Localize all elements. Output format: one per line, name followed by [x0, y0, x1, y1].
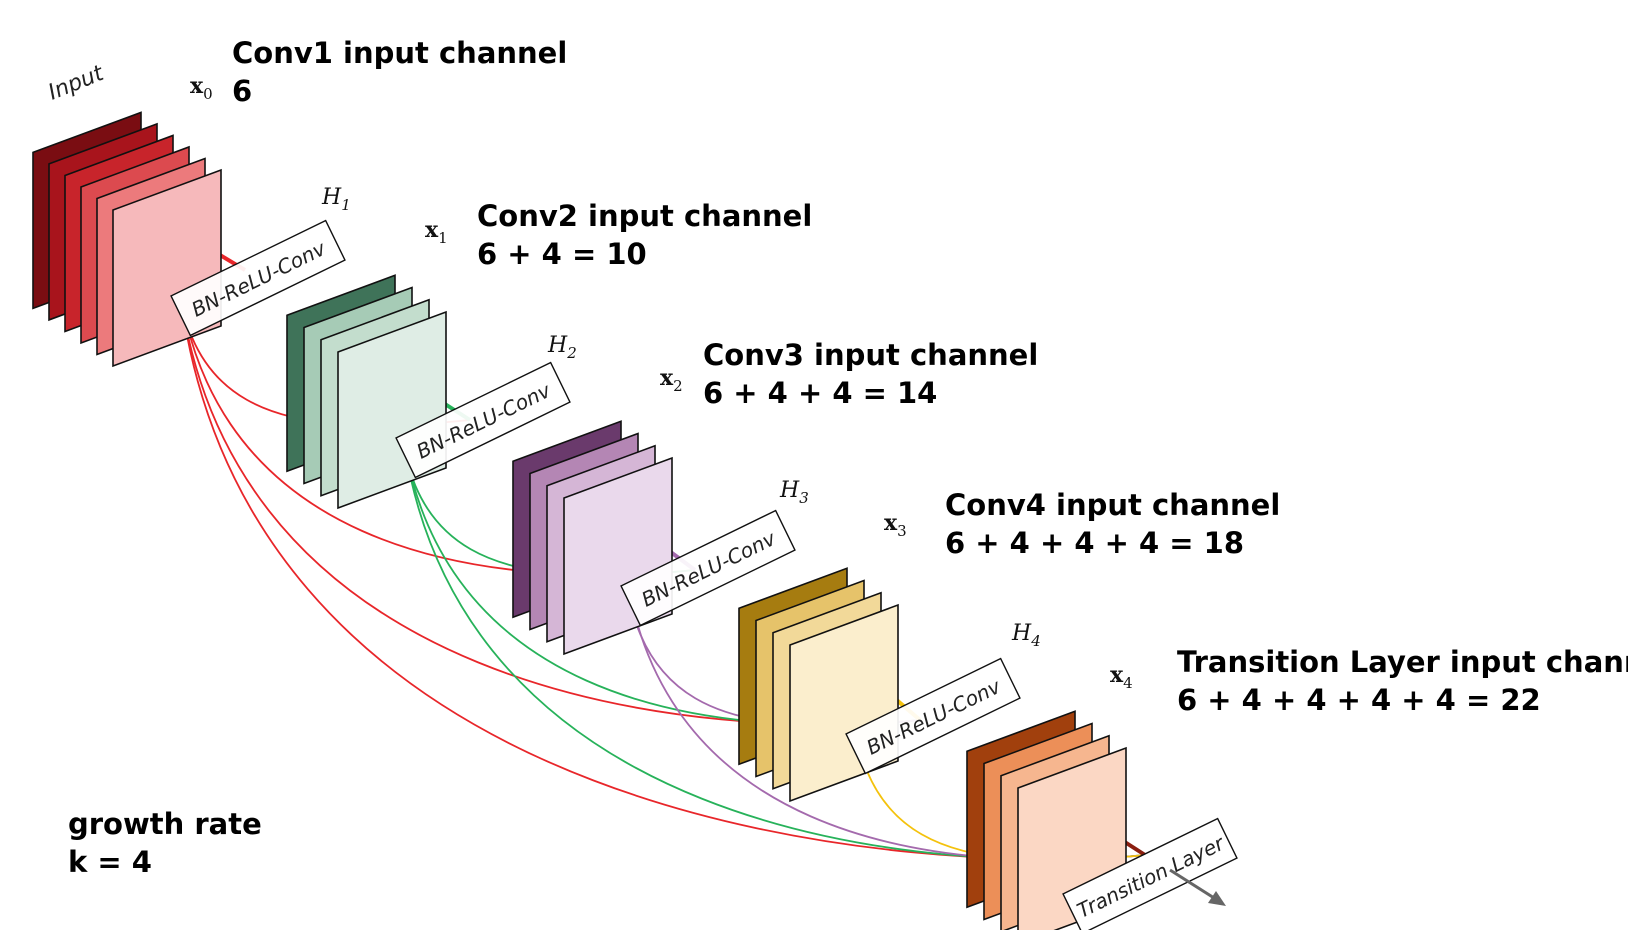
transition-annotation: Transition Layer input channel 6 + 4 + 4…	[1177, 643, 1628, 719]
conv3-annotation: Conv3 input channel 6 + 4 + 4 = 14	[703, 336, 1038, 412]
output-arrow-head	[1208, 891, 1226, 906]
growth-rate-annotation: growth rate k = 4	[68, 805, 262, 881]
conv1-annotation: Conv1 input channel 6	[232, 34, 567, 110]
transition-annotation-value: 6 + 4 + 4 + 4 + 4 = 22	[1177, 683, 1541, 717]
transition-annotation-title: Transition Layer input channel	[1177, 645, 1628, 679]
input-label: Input	[45, 61, 108, 106]
conv1-annotation-value: 6	[232, 74, 253, 108]
growth-rate-title: growth rate	[68, 807, 262, 841]
conv2-annotation: Conv2 input channel 6 + 4 = 10	[477, 197, 812, 273]
growth-rate-value: k = 4	[68, 845, 152, 879]
conv4-annotation-title: Conv4 input channel	[945, 488, 1281, 522]
block-x3	[738, 567, 899, 803]
h2-label: H2	[547, 333, 577, 362]
x2-label: x2	[660, 365, 683, 395]
conv2-annotation-title: Conv2 input channel	[477, 199, 813, 233]
conv4-annotation-value: 6 + 4 + 4 + 4 = 18	[945, 526, 1245, 560]
x1-label: x1	[425, 217, 448, 247]
block-x2	[512, 420, 673, 656]
conv4-annotation: Conv4 input channel 6 + 4 + 4 + 4 = 18	[945, 486, 1280, 562]
x0-label: x0	[190, 73, 213, 103]
conv3-annotation-value: 6 + 4 + 4 = 14	[703, 376, 938, 410]
h1-label: H1	[321, 185, 351, 214]
h4-label: H4	[1011, 621, 1041, 650]
h3-label: H3	[779, 478, 809, 507]
x4-label: x4	[1110, 662, 1133, 692]
block-x0	[32, 111, 222, 368]
conv1-annotation-title: Conv1 input channel	[232, 36, 568, 70]
conv2-annotation-value: 6 + 4 = 10	[477, 237, 647, 271]
x3-label: x3	[884, 510, 907, 540]
conv3-annotation-title: Conv3 input channel	[703, 338, 1039, 372]
